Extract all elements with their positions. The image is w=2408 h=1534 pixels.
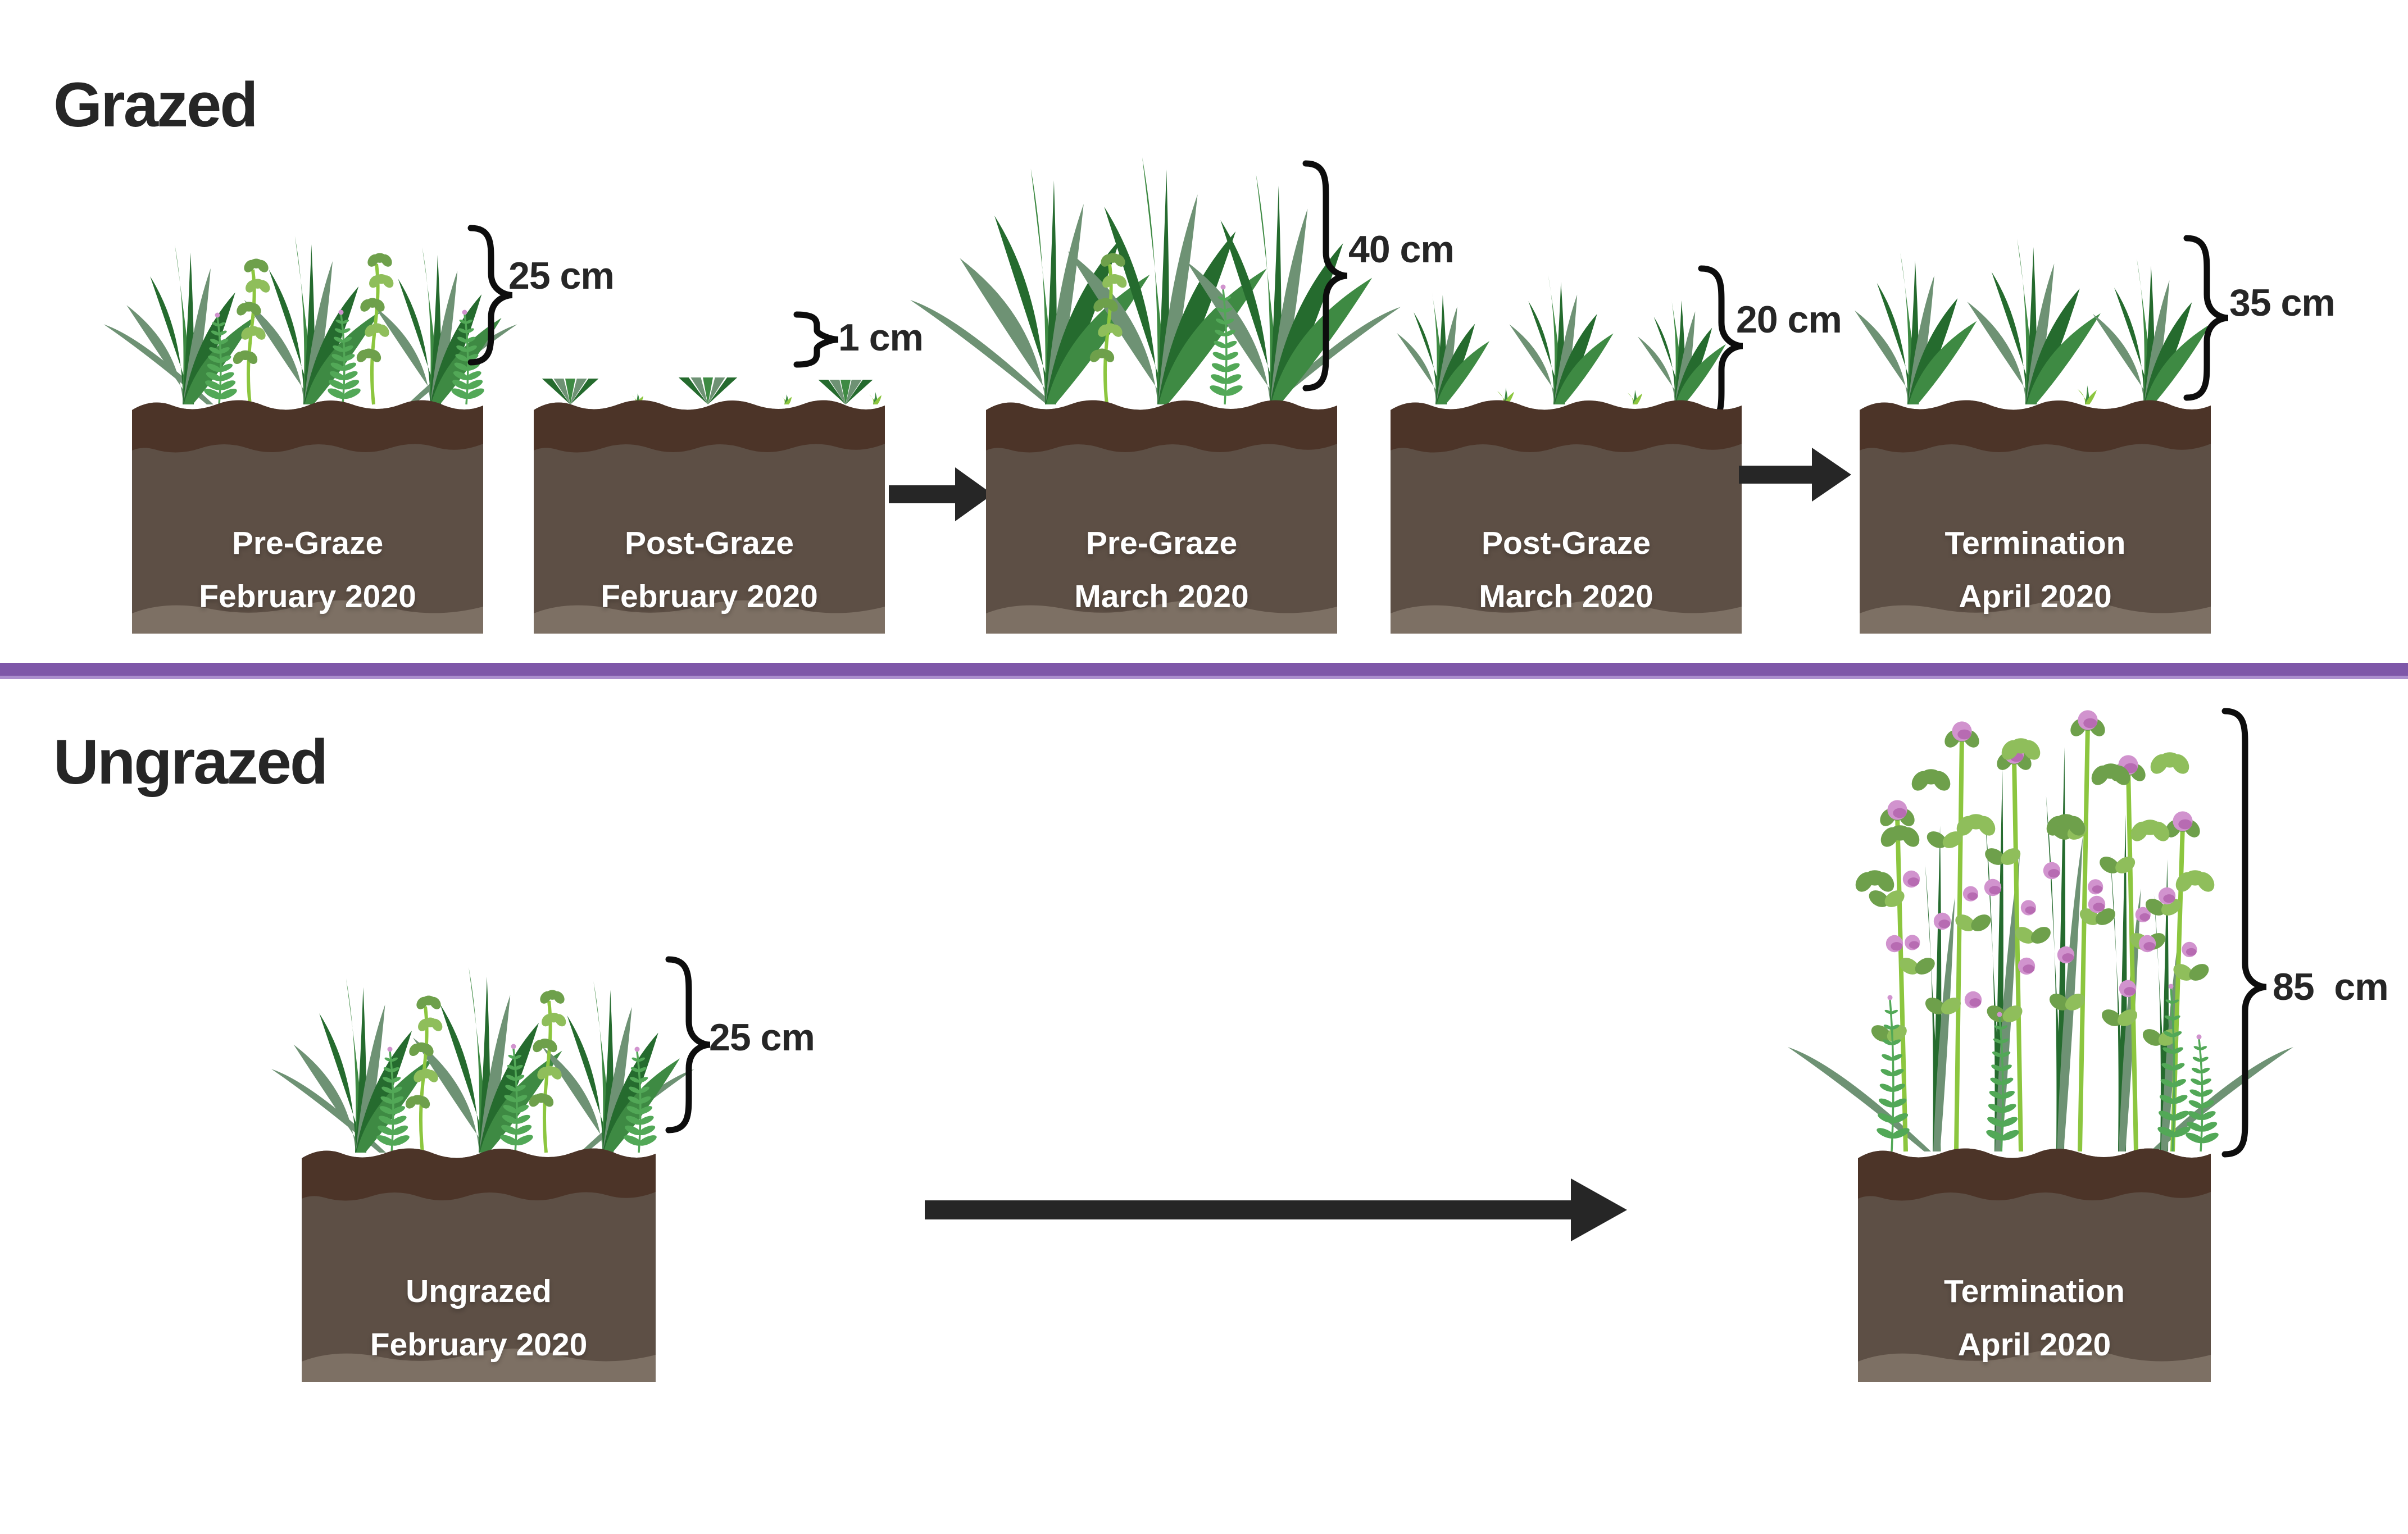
stage-label: Termination April 2020	[1860, 517, 2211, 623]
soil-illustration	[302, 1148, 656, 1382]
height-label: 20 cm	[1736, 298, 1842, 341]
plants-illustration-pre-graze-march	[910, 157, 1401, 405]
stage-label-line1: Ungrazed	[406, 1273, 552, 1309]
height-brace-icon	[2183, 235, 2229, 401]
soil-illustration	[1858, 1148, 2211, 1382]
soil-illustration	[1860, 400, 2211, 634]
plants-illustration-post-graze-march	[1397, 275, 1726, 404]
soil-illustration	[534, 400, 885, 634]
stage-label-line2: February 2020	[601, 579, 818, 614]
stage-label-line1: Post-Graze	[625, 525, 794, 561]
stage-label-line2: April 2020	[1959, 579, 2112, 614]
height-brace-icon	[467, 225, 513, 366]
soil-block-pre-graze-march: Pre-Graze March 2020	[986, 375, 1337, 634]
stage-label-line2: April 2020	[1957, 1327, 2111, 1363]
arrow-right-icon	[889, 467, 993, 521]
height-label: 1 cm	[838, 316, 924, 359]
stage-label: Ungrazed February 2020	[302, 1265, 656, 1372]
section-title-grazed: Grazed	[53, 70, 258, 140]
height-label: 25 cm	[709, 1016, 815, 1059]
height-brace-icon	[793, 311, 839, 368]
height-label: 40 cm	[1348, 228, 1455, 271]
height-label: 25 cm	[508, 254, 615, 297]
stage-label-line2: February 2020	[199, 579, 416, 614]
stage-label: Termination April 2020	[1858, 1265, 2211, 1372]
soil-illustration	[1391, 400, 1742, 634]
stage-label: Pre-Graze February 2020	[132, 517, 483, 623]
height-brace-icon	[665, 956, 711, 1134]
height-brace-icon	[1302, 160, 1348, 392]
soil-block-post-graze-february: Post-Graze February 2020	[534, 375, 885, 634]
height-label: 85 cm	[2273, 966, 2389, 1008]
arrow-right-icon	[925, 1178, 1627, 1241]
plants-illustration-post-graze-february	[542, 377, 882, 404]
soil-block-post-graze-march: Post-Graze March 2020	[1391, 375, 1742, 634]
section-title-ungrazed: Ungrazed	[53, 727, 328, 797]
soil-illustration	[132, 400, 483, 634]
section-divider	[0, 663, 2408, 679]
stage-label: Post-Graze February 2020	[534, 517, 885, 623]
stage-label: Pre-Graze March 2020	[986, 517, 1337, 623]
soil-block-termination-grazed: Termination April 2020	[1860, 375, 2211, 634]
plants-illustration-termination-grazed	[1855, 239, 2211, 404]
stage-label: Post-Graze March 2020	[1391, 517, 1742, 623]
stage-label-line1: Pre-Graze	[231, 525, 384, 561]
height-brace-icon	[2221, 708, 2267, 1158]
plants-illustration-pre-graze-february	[103, 236, 517, 405]
plants-illustration-ungrazed-february	[271, 967, 694, 1153]
soil-block-pre-graze-february: Pre-Graze February 2020	[132, 375, 483, 634]
soil-illustration	[986, 400, 1337, 634]
height-brace-icon	[1698, 265, 1743, 427]
soil-block-termination-ungrazed: Termination April 2020	[1858, 1123, 2211, 1382]
stage-label-line2: March 2020	[1479, 579, 1653, 614]
stage-label-line2: February 2020	[370, 1327, 588, 1363]
stage-label-line1: Post-Graze	[1482, 525, 1651, 561]
arrow-right-icon	[1739, 448, 1851, 502]
soil-block-ungrazed-february: Ungrazed February 2020	[302, 1123, 656, 1382]
stage-label-line1: Termination	[1944, 1273, 2125, 1309]
stage-label-line1: Pre-Graze	[1085, 525, 1238, 561]
height-label: 35 cm	[2229, 281, 2336, 324]
stage-label-line1: Termination	[1944, 525, 2126, 561]
stage-label-line2: March 2020	[1074, 579, 1249, 614]
plants-illustration-termination-ungrazed	[1788, 710, 2293, 1152]
